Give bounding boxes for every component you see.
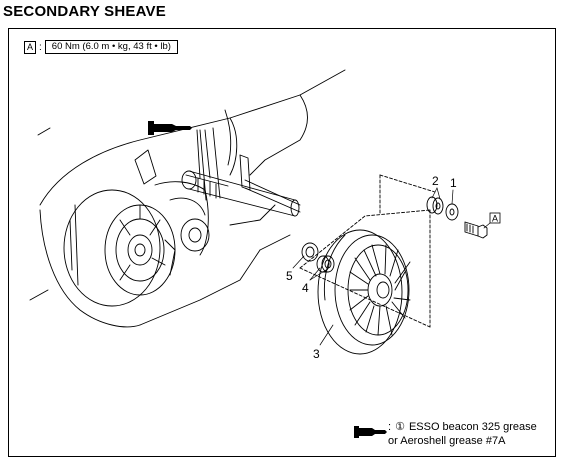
bolt (464, 221, 488, 239)
grease-gun-pointer (196, 129, 211, 179)
callout-ref-box: A (489, 212, 501, 224)
callout-4: 4 (302, 281, 309, 295)
callout-3: 3 (313, 347, 320, 361)
part-2-washers (426, 196, 444, 215)
torque-value: 60 Nm (6.0 m • kg, 43 ft • lb) (44, 40, 178, 54)
callout-5: 5 (286, 269, 293, 283)
part-4-collar (316, 255, 335, 273)
primary-sheave (63, 189, 210, 307)
torque-separator: : (39, 41, 42, 53)
callout-leaders (292, 187, 491, 346)
part-5-washer (301, 242, 319, 262)
secondary-sheave (317, 229, 411, 355)
part-1-washer (445, 203, 459, 221)
legend-grease-gun-icon (354, 426, 387, 438)
grease-gun-icon (148, 121, 192, 135)
page-title: SECONDARY SHEAVE (3, 3, 166, 20)
torque-ref-box: A (24, 40, 36, 54)
grease-legend: : ① ESSO beacon 325 grease or Aeroshell … (388, 420, 537, 448)
legend-line-2: or Aeroshell grease #7A (388, 435, 506, 447)
chassis-outline (29, 69, 346, 328)
exploded-guide-lines (299, 174, 436, 328)
diagram-frame (8, 28, 556, 457)
legend-separator: : (388, 421, 392, 433)
legend-marker: ① (395, 421, 405, 433)
callout-1: 1 (450, 176, 457, 190)
callout-ref-letter: A (492, 214, 498, 224)
callout-2: 2 (432, 174, 439, 188)
sheave-shaft (181, 170, 300, 217)
torque-spec-row: A : 60 Nm (6.0 m • kg, 43 ft • lb) (24, 40, 178, 54)
legend-line-1: ESSO beacon 325 grease (408, 421, 537, 433)
